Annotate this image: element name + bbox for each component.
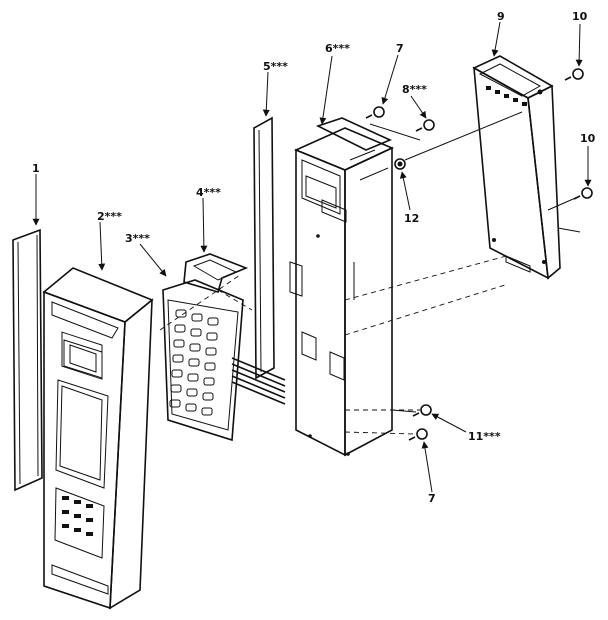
callout-5: 5*** [263,60,288,73]
callout-10-mid: 10 [580,132,596,145]
part-5-strip [253,116,275,380]
screw-10-top [564,68,584,81]
callout-8: 8*** [402,83,427,96]
part-9-circuit-board [472,55,561,280]
callout-7-bottom: 7 [428,492,436,505]
assembly-lines [159,111,581,435]
callout-6: 6*** [325,42,350,55]
callout-10-top: 10 [572,10,588,23]
callout-2: 2*** [97,210,122,223]
screw-11-bottom [412,404,432,417]
callout-9: 9 [497,10,505,23]
screw-7-top [365,106,385,119]
part-1-gasket [12,228,43,492]
part-3-keypad [162,279,286,442]
part-6-chassis [289,117,394,457]
callout-4: 4*** [196,186,221,199]
leader-arrows [32,21,592,493]
callout-7-top: 7 [396,42,404,55]
washer-12 [394,158,406,170]
callout-11: 11*** [468,430,501,443]
callout-labels: 1 2*** 3*** 4*** 5*** 6*** 7 8*** 9 10 1… [32,10,596,505]
part-4-window [183,253,249,293]
screw-8-top [415,119,435,132]
callout-12: 12 [404,212,419,225]
part-2-control-panel [42,267,154,610]
screw-7-bottom [408,428,428,441]
callout-3: 3*** [125,232,150,245]
callout-1: 1 [32,162,40,175]
